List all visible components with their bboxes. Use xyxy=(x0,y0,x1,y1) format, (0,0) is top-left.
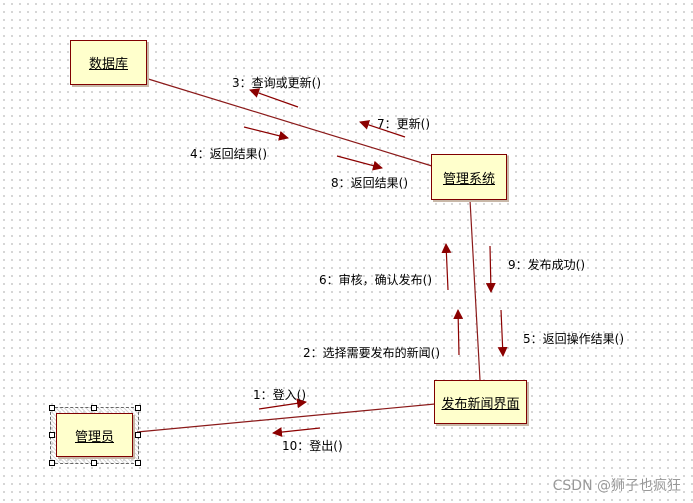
arrow-msg-9 xyxy=(485,245,496,293)
arrow-msg-5 xyxy=(497,309,508,357)
resize-handle-ml[interactable] xyxy=(49,432,55,438)
message-3-label: 3：查询或更新() xyxy=(232,76,321,90)
link-database-management xyxy=(144,77,433,167)
link-publish-admin xyxy=(136,403,436,433)
node-management-system[interactable]: 管理系统 xyxy=(431,154,507,200)
arrow-msg-4 xyxy=(243,126,289,141)
message-4-label: 4：返回结果() xyxy=(190,147,267,161)
arrow-msg-6 xyxy=(441,243,452,291)
message-9-label: 9：发布成功() xyxy=(508,258,585,272)
message-2-label: 2：选择需要发布的新闻() xyxy=(303,346,440,360)
node-administrator-label: 管理员 xyxy=(74,429,114,445)
resize-handle-tl[interactable] xyxy=(49,405,55,411)
resize-handle-bm[interactable] xyxy=(91,460,97,466)
node-publish-news-ui-label: 发布新闻界面 xyxy=(441,396,520,412)
node-publish-news-ui[interactable]: 发布新闻界面 xyxy=(434,380,527,424)
arrow-msg-1 xyxy=(258,398,307,410)
message-6-label: 6：审核，确认发布() xyxy=(319,273,432,287)
node-database[interactable]: 数据库 xyxy=(70,40,147,85)
resize-handle-tm[interactable] xyxy=(91,405,97,411)
arrow-msg-8 xyxy=(336,155,383,171)
message-5-label: 5：返回操作结果() xyxy=(523,332,624,346)
arrow-msg-2 xyxy=(453,309,464,356)
resize-handle-tr[interactable] xyxy=(135,405,141,411)
node-administrator[interactable]: 管理员 xyxy=(56,413,133,457)
link-management-publish xyxy=(469,199,481,381)
message-7-label: 7：更新() xyxy=(377,117,430,131)
message-8-label: 8：返回结果() xyxy=(331,176,408,190)
message-1-label: 1：登入() xyxy=(253,388,306,402)
node-management-system-label: 管理系统 xyxy=(442,171,495,187)
resize-handle-br[interactable] xyxy=(135,460,141,466)
arrow-msg-7 xyxy=(359,120,406,138)
arrow-msg-10 xyxy=(272,427,321,438)
resize-handle-bl[interactable] xyxy=(49,460,55,466)
arrow-msg-3 xyxy=(249,88,299,108)
watermark: CSDN @狮子也疯狂 xyxy=(552,478,681,494)
message-10-label: 10：登出() xyxy=(282,439,343,453)
resize-handle-mr[interactable] xyxy=(135,432,141,438)
node-database-label: 数据库 xyxy=(88,57,128,72)
